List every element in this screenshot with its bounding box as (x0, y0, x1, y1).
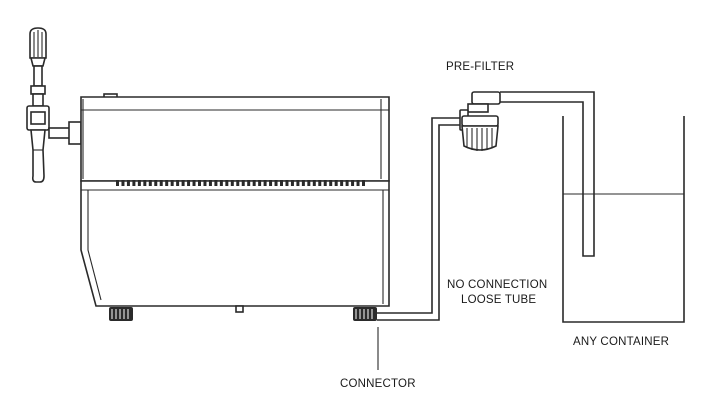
grille-slot (126, 180, 130, 186)
grille-slot (351, 180, 355, 186)
grille-slot (181, 180, 185, 186)
grille-slot (137, 180, 141, 186)
grille-slot (208, 180, 212, 186)
grille-slot (116, 180, 119, 186)
grille-slot (263, 180, 267, 186)
grille-slot (312, 180, 316, 186)
grille-slot (318, 180, 322, 186)
ventilation-grille (116, 180, 365, 186)
label-no-connection: NO CONNECTION (447, 279, 547, 291)
grille-slot (154, 180, 158, 186)
tap-faucet (26, 27, 82, 183)
grille-slot (236, 180, 240, 186)
label-pre-filter: PRE-FILTER (446, 61, 514, 73)
grille-slot (230, 180, 234, 186)
grille-slot (362, 180, 365, 186)
grille-slot (307, 180, 311, 186)
grille-slot (203, 180, 207, 186)
grille-slot (170, 180, 174, 186)
grille-slot (165, 180, 169, 186)
grille-slot (269, 180, 273, 186)
grille-slot (285, 180, 289, 186)
grille-slot (334, 180, 338, 186)
grille-slot (280, 180, 283, 186)
machine-foot-left (109, 307, 133, 321)
water-tube (377, 91, 595, 321)
grille-slot (148, 180, 152, 186)
grille-slot (356, 180, 360, 186)
grille-slot (247, 180, 251, 186)
grille-slot (159, 180, 163, 186)
label-loose-tube: LOOSE TUBE (461, 294, 536, 306)
dispenser-machine (80, 93, 390, 321)
grille-slot (192, 180, 196, 186)
grille-slot (252, 180, 256, 186)
grille-slot (176, 180, 180, 186)
grille-slot (198, 180, 201, 186)
machine-foot-right (353, 307, 377, 321)
grille-slot (345, 180, 349, 186)
grille-slot (290, 180, 294, 186)
pre-filter (459, 91, 501, 151)
grille-slot (241, 180, 245, 186)
grille-slot (225, 180, 229, 186)
label-any-container: ANY CONTAINER (573, 336, 669, 348)
grille-slot (214, 180, 218, 186)
label-connector: CONNECTOR (340, 378, 416, 390)
grille-slot (329, 180, 333, 186)
grille-slot (274, 180, 278, 186)
grille-slot (132, 180, 136, 186)
grille-slot (258, 180, 262, 186)
grille-slot (219, 180, 223, 186)
any-container (562, 116, 685, 323)
grille-slot (340, 180, 344, 186)
grille-slot (187, 180, 191, 186)
grille-slot (121, 180, 125, 186)
grille-slot (323, 180, 327, 186)
grille-slot (143, 180, 147, 186)
grille-slot (301, 180, 305, 186)
grille-slot (296, 180, 300, 186)
